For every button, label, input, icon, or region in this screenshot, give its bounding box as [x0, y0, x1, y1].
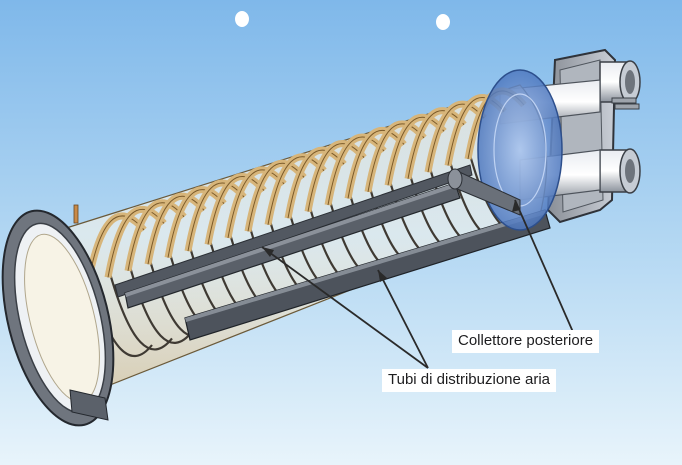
coil-ring-edge	[367, 123, 425, 192]
upper-coil-rings	[84, 87, 527, 285]
coil-ring-edge	[287, 149, 345, 219]
front-flange-ring	[1, 209, 115, 427]
hole-marker-right	[436, 14, 450, 30]
leader-tubi-lower	[377, 269, 429, 369]
coil-ring-lower	[108, 273, 173, 351]
front-support-feet	[69, 204, 109, 421]
air-distribution-tube-lower	[184, 209, 551, 341]
label-rear-manifold: Collettore posteriore	[452, 330, 600, 353]
coil-ring-edge	[427, 103, 485, 173]
coil-ring-edge	[387, 116, 445, 186]
label-air-distribution-tubes: Tubi di distribuzione aria	[382, 369, 557, 392]
coil-ring-edge	[347, 129, 405, 199]
coil-ring-edge	[167, 189, 225, 258]
small-pipe-stubs	[611, 97, 640, 110]
leader-tubi-upper	[261, 246, 429, 369]
rear-nozzle-top	[599, 60, 641, 104]
coil-ring-edge	[227, 169, 285, 239]
rear-manifold	[447, 69, 563, 231]
coil-ring-edge	[307, 143, 365, 212]
leader-collettore	[514, 199, 574, 333]
air-distribution-tube-upper	[124, 182, 461, 309]
coil-ring-edge	[127, 202, 185, 271]
coil-ring-edge	[107, 208, 165, 278]
coil-ring-edge	[207, 176, 265, 245]
coil-ring-edge	[267, 156, 325, 225]
coil-ring-edge	[247, 162, 305, 232]
leader-lines	[261, 199, 574, 369]
rear-nozzle-bottom	[599, 148, 641, 194]
coil-ring-edge	[327, 136, 385, 206]
hole-marker-left	[235, 11, 249, 27]
baffle-strip-upper	[114, 164, 473, 298]
coil-ring-edge	[407, 110, 465, 179]
coil-ring-edge	[187, 182, 245, 252]
coil-ring-edge	[147, 195, 205, 265]
